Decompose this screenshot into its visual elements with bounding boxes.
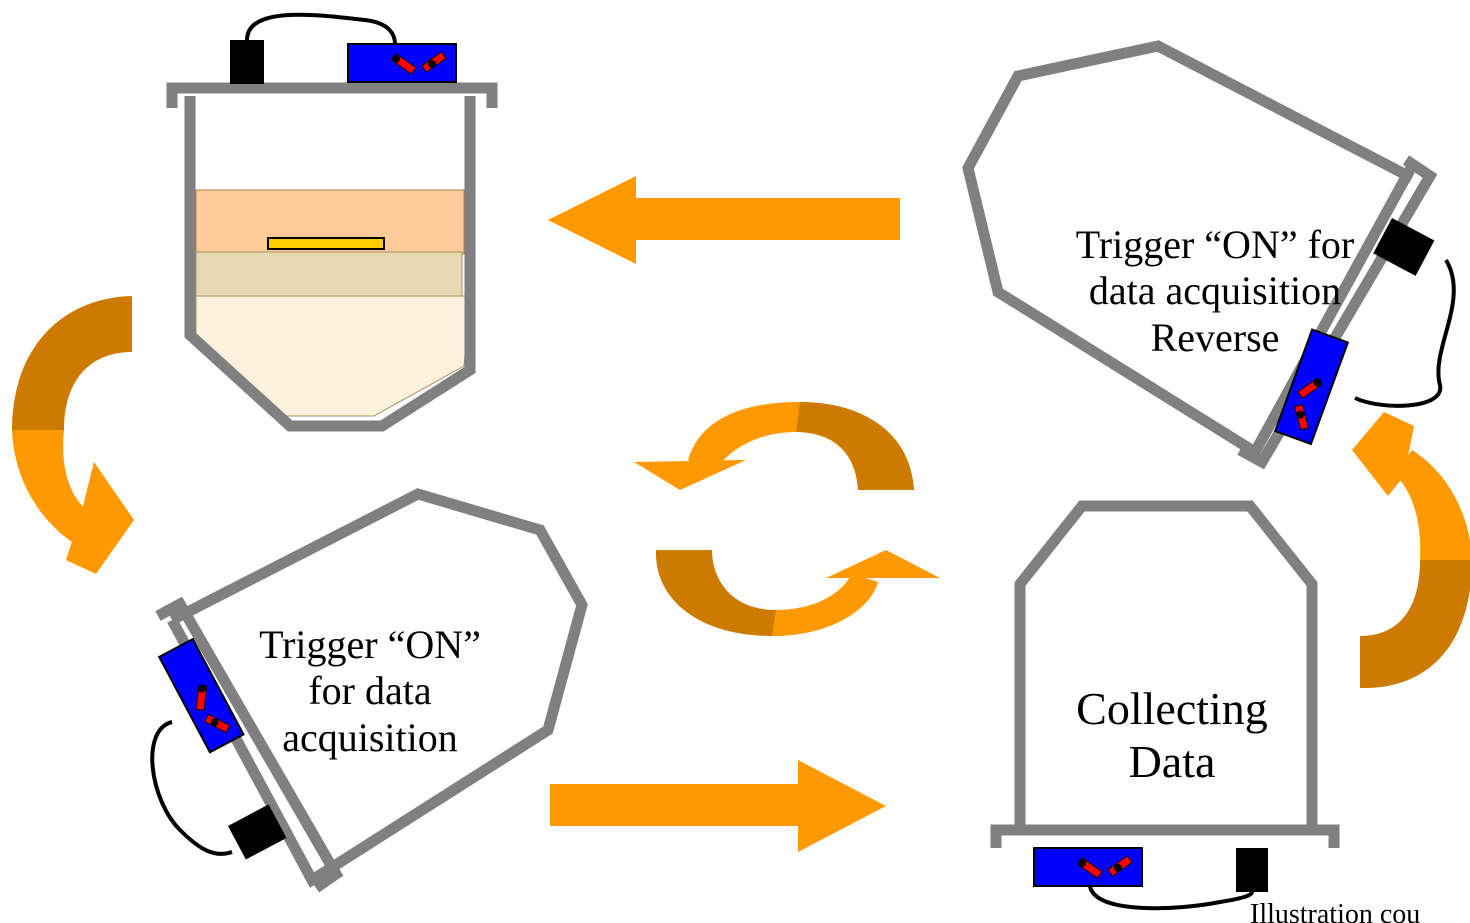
- container-wall-collecting: [1014, 500, 1318, 832]
- layer-sand: [195, 251, 463, 299]
- label-trigger-on-line-2: for data: [308, 668, 432, 714]
- blue-device-top: [347, 43, 457, 83]
- label-trigger-on-reverse-line-3: Reverse: [1150, 314, 1280, 360]
- black-device-collecting: [1236, 848, 1268, 892]
- label-trigger-on-reverse-line-2: data acquisition: [1088, 268, 1342, 314]
- cable-top: [245, 12, 397, 45]
- label-trigger-on-line-1: Trigger “ON”: [259, 622, 481, 667]
- sample-container-tilted-reverse: [962, 40, 1456, 470]
- arrow-left-icon: [548, 176, 900, 264]
- cycle-arrows-icon: [634, 402, 940, 636]
- label-collecting-data: Collecting Data: [1032, 682, 1312, 789]
- cable-reverse: [1354, 258, 1456, 408]
- label-trigger-on-line-3: acquisition: [282, 714, 458, 760]
- container-lid: [166, 82, 498, 108]
- black-device-reverse: [1373, 218, 1435, 276]
- container-wall-tilted: [167, 488, 588, 888]
- cable-collecting: [1088, 885, 1254, 911]
- label-trigger-on: Trigger “ON” for data acquisition: [240, 622, 500, 761]
- illustration-credit: Illustration cou: [1250, 899, 1421, 923]
- label-collecting-data-line-2: Data: [1128, 736, 1216, 788]
- blue-device-collecting: [1033, 847, 1143, 887]
- label-trigger-on-reverse-line-1: Trigger “ON” for: [1075, 222, 1355, 267]
- container-lid-collecting: [990, 824, 1340, 848]
- sample-container-collecting: [990, 500, 1340, 911]
- container-wall: [184, 96, 476, 432]
- curved-arrow-left-icon: [12, 296, 134, 574]
- container-lid-tilted: [155, 596, 344, 893]
- curved-arrow-right-icon: [1352, 412, 1470, 689]
- label-trigger-on-reverse: Trigger “ON” for data acquisition Revers…: [1040, 222, 1390, 361]
- black-device-tilted: [228, 804, 287, 860]
- arrow-right-icon: [550, 760, 886, 852]
- sample-container-upright: [166, 12, 498, 432]
- sample-slab: [267, 237, 385, 250]
- cable-tilted: [150, 720, 233, 856]
- sample-container-tilted: [150, 488, 588, 893]
- label-collecting-data-line-1: Collecting: [1076, 683, 1268, 734]
- black-device-top: [230, 40, 264, 84]
- container-lid-reverse: [1237, 155, 1438, 470]
